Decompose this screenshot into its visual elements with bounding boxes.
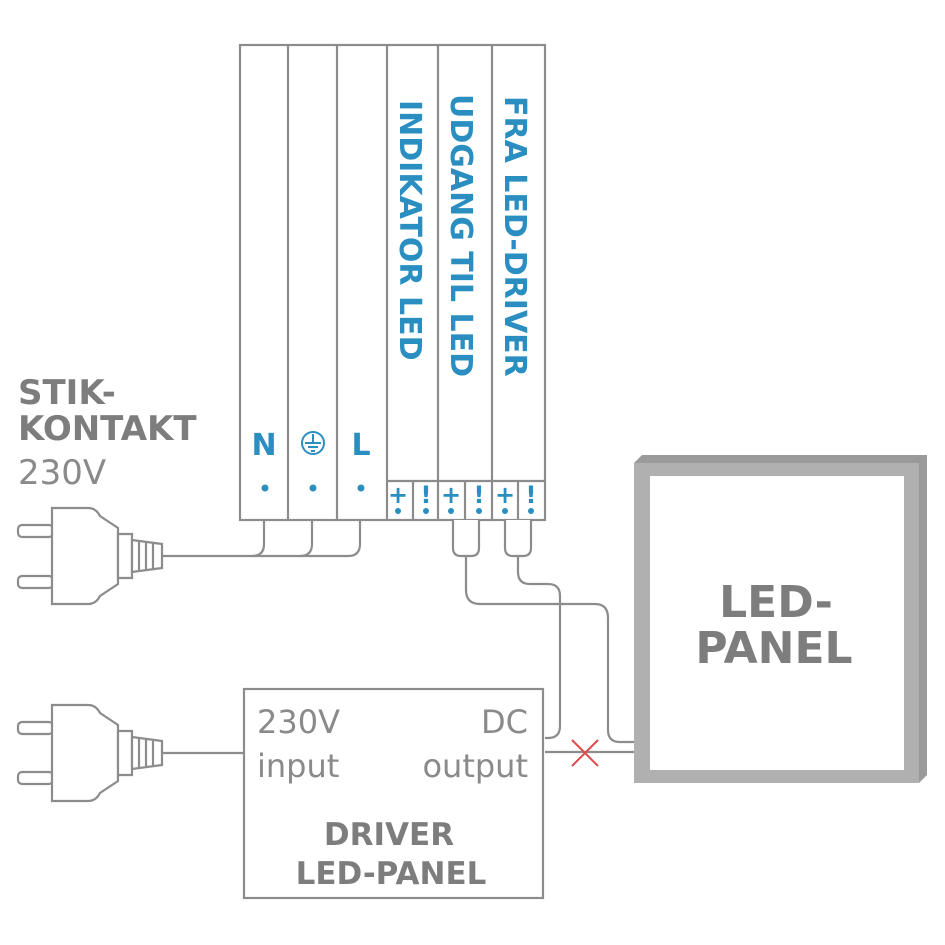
terminal-minus-label: !	[474, 481, 485, 509]
driver-name-line2: LED-PANEL	[296, 856, 487, 892]
cross-mark-icon	[571, 739, 599, 767]
column-label-udgang-til-led: UDGANG TIL LED	[443, 94, 478, 377]
terminal-screw-dot	[357, 484, 365, 492]
terminal-screw-dot	[309, 484, 317, 492]
driver-input-line1: 230V	[257, 703, 340, 741]
mains-wiring	[162, 520, 362, 558]
driver-output-line2: output	[422, 747, 528, 785]
terminal-screw-dot	[261, 484, 269, 492]
socket-label-line1: STIK-	[18, 373, 116, 413]
socket-label-line2: KONTAKT	[18, 409, 197, 449]
terminal-minus-label: !	[526, 481, 537, 509]
driver-output-line1: DC	[481, 703, 528, 741]
socket-label: STIK- KONTAKT 230V	[18, 373, 197, 493]
terminal-plus-label: +	[495, 481, 515, 509]
terminal-l-label: L	[351, 428, 370, 463]
earth-ground-icon	[301, 431, 325, 455]
led-panel-label-line2: PANEL	[695, 623, 852, 674]
terminal-module: N L + ! + ! + !	[238, 43, 547, 522]
module-outline	[238, 43, 547, 522]
terminal-plus-label: +	[441, 481, 461, 509]
terminal-pair-input: + !	[495, 481, 537, 514]
terminal-pair-output: + !	[441, 481, 485, 514]
socket-voltage: 230V	[18, 453, 106, 493]
driver-input-line2: input	[257, 747, 339, 785]
terminal-pair-indicator: + !	[388, 481, 432, 514]
column-label-fra-led-driver: FRA LED-DRIVER	[497, 96, 532, 377]
terminal-minus-label: !	[421, 481, 432, 509]
terminal-connectors	[451, 520, 533, 558]
terminal-plus-label: +	[388, 481, 408, 509]
led-driver: 230V input DC output DRIVER LED-PANEL	[242, 687, 545, 900]
plug-icon	[16, 506, 164, 606]
driver-name-line1: DRIVER	[324, 817, 454, 853]
column-label-indikator-led: INDIKATOR LED	[392, 100, 427, 361]
plug-icon	[16, 703, 164, 803]
terminal-n-label: N	[251, 428, 276, 463]
led-panel: LED- PANEL	[634, 455, 927, 783]
led-panel-label-line1: LED-	[719, 577, 833, 628]
driver-outline	[242, 687, 545, 900]
dc-wiring	[464, 556, 634, 754]
